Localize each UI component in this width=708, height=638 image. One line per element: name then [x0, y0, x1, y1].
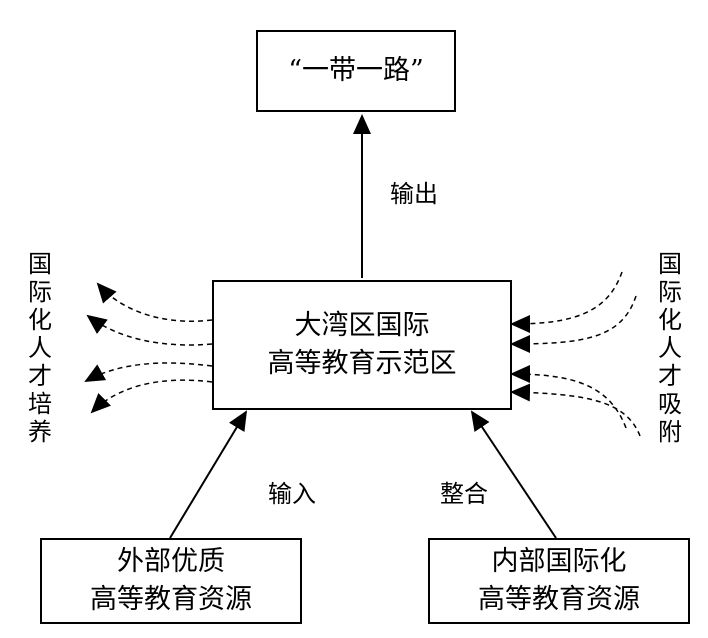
- internal-resources-line1: 内部国际化: [491, 546, 627, 577]
- internal-resources-line2: 高等教育资源: [478, 584, 640, 615]
- talent-inflow-arrows: [510, 271, 641, 437]
- talent-cultivation-label: 国际化人才培养: [28, 250, 52, 446]
- talent-attraction-label: 国际化人才吸附: [658, 250, 682, 446]
- talent-outflow-arrows: [84, 282, 213, 414]
- bay-area-box: 大湾区国际 高等教育示范区: [212, 280, 512, 410]
- internal-resources-box: 内部国际化 高等教育资源: [428, 538, 690, 624]
- inflow-arrow-4: [510, 383, 641, 437]
- inflow-arrow-1: [510, 271, 623, 333]
- input-label: 输入: [268, 480, 316, 508]
- input-arrow: [169, 410, 248, 539]
- belt-road-box: “一带一路”: [256, 30, 456, 112]
- outflow-arrow-1: [96, 282, 213, 322]
- inflow-arrow-2: [510, 295, 637, 353]
- external-resources-box: 外部优质 高等教育资源: [40, 538, 302, 624]
- inflow-arrow-3: [510, 365, 627, 429]
- outflow-arrow-3: [84, 362, 213, 382]
- integrate-label: 整合: [440, 480, 488, 508]
- bay-area-line1: 大湾区国际: [294, 310, 430, 341]
- belt-road-text: “一带一路”: [288, 55, 424, 86]
- bay-area-line2: 高等教育示范区: [267, 348, 457, 379]
- outflow-arrow-4: [90, 379, 213, 414]
- output-label: 输出: [390, 180, 438, 208]
- external-resources-line2: 高等教育资源: [90, 584, 252, 615]
- external-resources-line1: 外部优质: [117, 546, 225, 577]
- outflow-arrow-2: [86, 314, 213, 346]
- integrate-arrow: [470, 410, 557, 539]
